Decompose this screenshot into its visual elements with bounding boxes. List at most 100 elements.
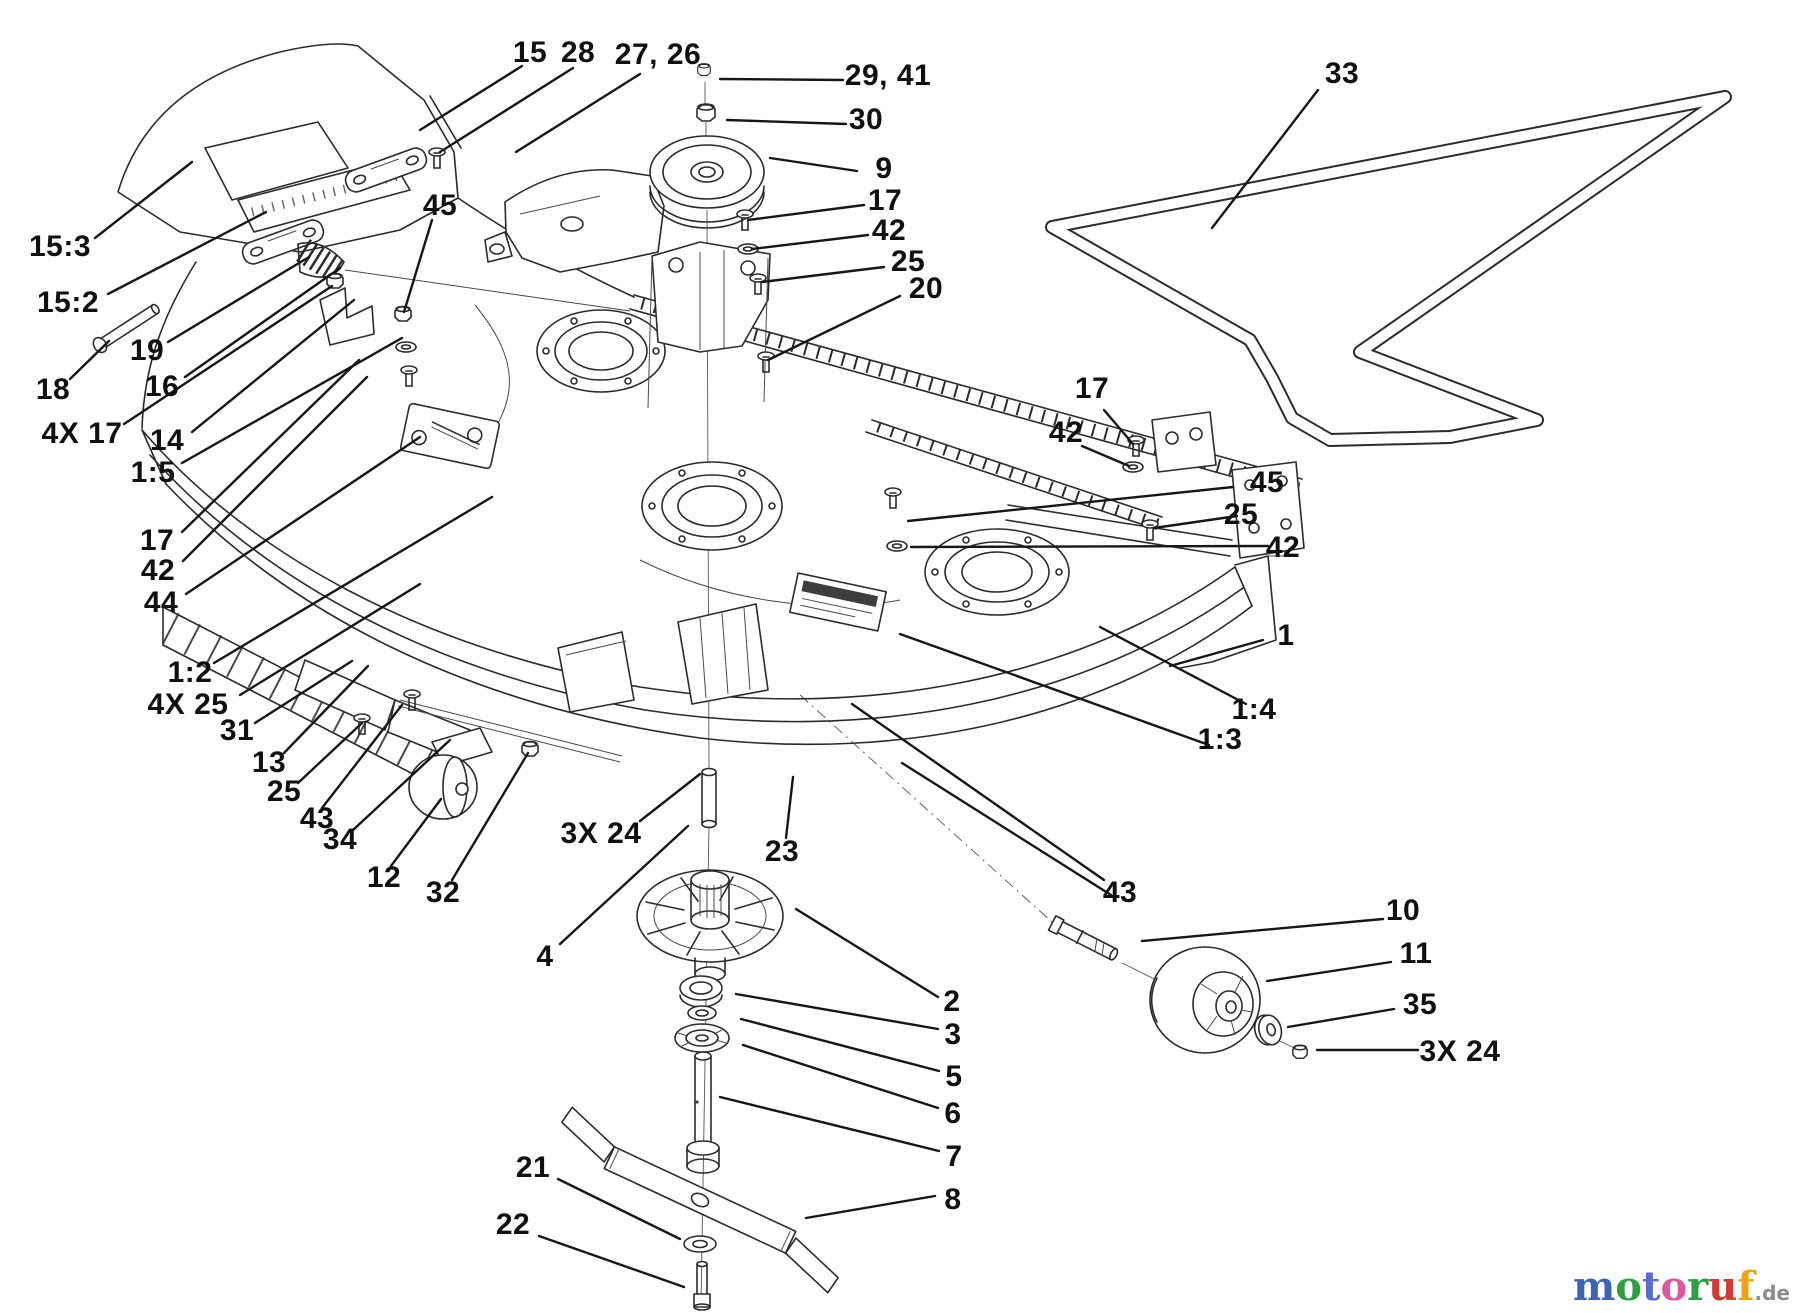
blade-shaft bbox=[686, 1051, 720, 1174]
screw-17-left bbox=[400, 365, 418, 387]
watermark-letter: t bbox=[1641, 1263, 1661, 1310]
part-label-43: 43 bbox=[1102, 876, 1138, 909]
axis-lines bbox=[700, 82, 1297, 1304]
pulley-bracket bbox=[647, 241, 771, 409]
part-label-35: 35 bbox=[1402, 988, 1438, 1021]
idler-pulley bbox=[649, 135, 765, 229]
part-label-1-3: 1:3 bbox=[1197, 723, 1243, 756]
part-label-4x-25: 4X 25 bbox=[147, 688, 229, 721]
part-label-28: 28 bbox=[560, 36, 596, 69]
spindle-plate bbox=[399, 402, 501, 470]
part-label-19: 19 bbox=[129, 334, 165, 367]
watermark-word: motoruf bbox=[1573, 1263, 1755, 1310]
part-label-29-41: 29, 41 bbox=[844, 59, 932, 92]
part-label-1-5: 1:5 bbox=[130, 456, 176, 489]
part-label-1-4: 1:4 bbox=[1231, 693, 1277, 726]
torsion-spring bbox=[296, 238, 345, 284]
part-label-3x-24: 3X 24 bbox=[560, 817, 642, 850]
part-label-17: 17 bbox=[1074, 372, 1110, 405]
screw-25-right bbox=[1141, 519, 1159, 541]
part-label-6: 6 bbox=[944, 1097, 962, 1130]
part-label-42: 42 bbox=[1048, 416, 1084, 449]
nut-32 bbox=[521, 740, 539, 757]
part-label-42: 42 bbox=[1265, 531, 1301, 564]
watermark-letter: r bbox=[1687, 1263, 1709, 1310]
washer-42-right bbox=[886, 540, 908, 552]
part-label-5: 5 bbox=[945, 1060, 963, 1093]
watermark-letter: f bbox=[1737, 1263, 1755, 1310]
watermark-letter: o bbox=[1615, 1263, 1642, 1310]
part-label-15-3: 15:3 bbox=[28, 230, 92, 263]
part-label-16: 16 bbox=[144, 370, 180, 403]
part-label-17: 17 bbox=[867, 184, 903, 217]
z-bracket bbox=[319, 287, 375, 346]
part-label-27-26: 27, 26 bbox=[614, 38, 702, 71]
part-label-15: 15 bbox=[512, 36, 548, 69]
caster-spacer bbox=[701, 767, 717, 829]
part-label-33: 33 bbox=[1324, 57, 1360, 90]
part-label-43: 43 bbox=[299, 802, 335, 835]
part-label-23: 23 bbox=[764, 835, 800, 868]
part-label-34: 34 bbox=[322, 823, 358, 856]
hinge-pin bbox=[92, 303, 160, 354]
part-label-3: 3 bbox=[944, 1018, 962, 1051]
part-label-9: 9 bbox=[875, 152, 893, 185]
spindle-boss-left bbox=[536, 309, 666, 393]
latch-bracket-rear bbox=[344, 147, 428, 193]
part-label-8: 8 bbox=[944, 1183, 962, 1216]
discharge-cover bbox=[117, 43, 462, 253]
spindle-boss-right bbox=[924, 528, 1070, 616]
part-label-4: 4 bbox=[536, 940, 554, 973]
bolt-20 bbox=[757, 351, 775, 373]
part-label-42: 42 bbox=[140, 554, 176, 587]
part-label-1: 1 bbox=[1277, 619, 1295, 652]
thrust-washer bbox=[1253, 1014, 1283, 1046]
part-label-14: 14 bbox=[149, 424, 185, 457]
top-nut bbox=[697, 63, 711, 77]
part-label-22: 22 bbox=[495, 1208, 531, 1241]
anti-scalp-roller bbox=[408, 754, 478, 820]
leader-lines bbox=[68, 64, 1420, 1289]
blade-washer bbox=[683, 1235, 717, 1253]
watermark: motoruf.de bbox=[1573, 1267, 1790, 1307]
part-label-13: 13 bbox=[251, 746, 287, 779]
part-label-25: 25 bbox=[1223, 498, 1259, 531]
deck-decal bbox=[789, 572, 887, 632]
axle-bolt bbox=[1047, 915, 1119, 961]
part-label-25: 25 bbox=[890, 245, 926, 278]
part-label-3x-24: 3X 24 bbox=[1419, 1035, 1501, 1068]
spindle-boss-center bbox=[641, 461, 783, 551]
pulley-nut bbox=[696, 103, 716, 122]
part-label-15-2: 15:2 bbox=[36, 286, 100, 319]
belt-cover bbox=[484, 168, 665, 273]
part-label-44: 44 bbox=[143, 586, 179, 619]
part-label-12: 12 bbox=[366, 861, 402, 894]
part-label-11: 11 bbox=[1399, 937, 1433, 970]
part-label-20: 20 bbox=[908, 272, 944, 305]
part-label-31: 31 bbox=[219, 714, 255, 747]
part-label-7: 7 bbox=[945, 1140, 963, 1173]
spindle-bearing bbox=[679, 975, 723, 1008]
washer-1-5 bbox=[395, 341, 417, 353]
spindle-assembly bbox=[636, 869, 784, 982]
watermark-letter: m bbox=[1572, 1263, 1616, 1310]
watermark-letter: o bbox=[1660, 1263, 1688, 1310]
grass-slinger bbox=[674, 1023, 730, 1053]
part-label-25: 25 bbox=[266, 775, 302, 808]
part-label-17: 17 bbox=[139, 524, 175, 557]
watermark-letter: u bbox=[1708, 1263, 1738, 1310]
part-label-18: 18 bbox=[35, 373, 71, 406]
part-label-45: 45 bbox=[1249, 466, 1285, 499]
nut-45-left bbox=[394, 305, 412, 322]
chute-wedge bbox=[677, 603, 769, 705]
watermark-suffix: .de bbox=[1754, 1281, 1790, 1305]
part-label-4x-17: 4X 17 bbox=[41, 417, 123, 450]
spindle-washer bbox=[687, 1005, 717, 1021]
part-label-30: 30 bbox=[848, 103, 884, 136]
caster-wheel bbox=[1149, 946, 1261, 1054]
part-label-32: 32 bbox=[425, 876, 461, 909]
part-label-10: 10 bbox=[1385, 894, 1421, 927]
mower-blade bbox=[561, 1106, 839, 1294]
blade-bolt bbox=[693, 1260, 711, 1311]
